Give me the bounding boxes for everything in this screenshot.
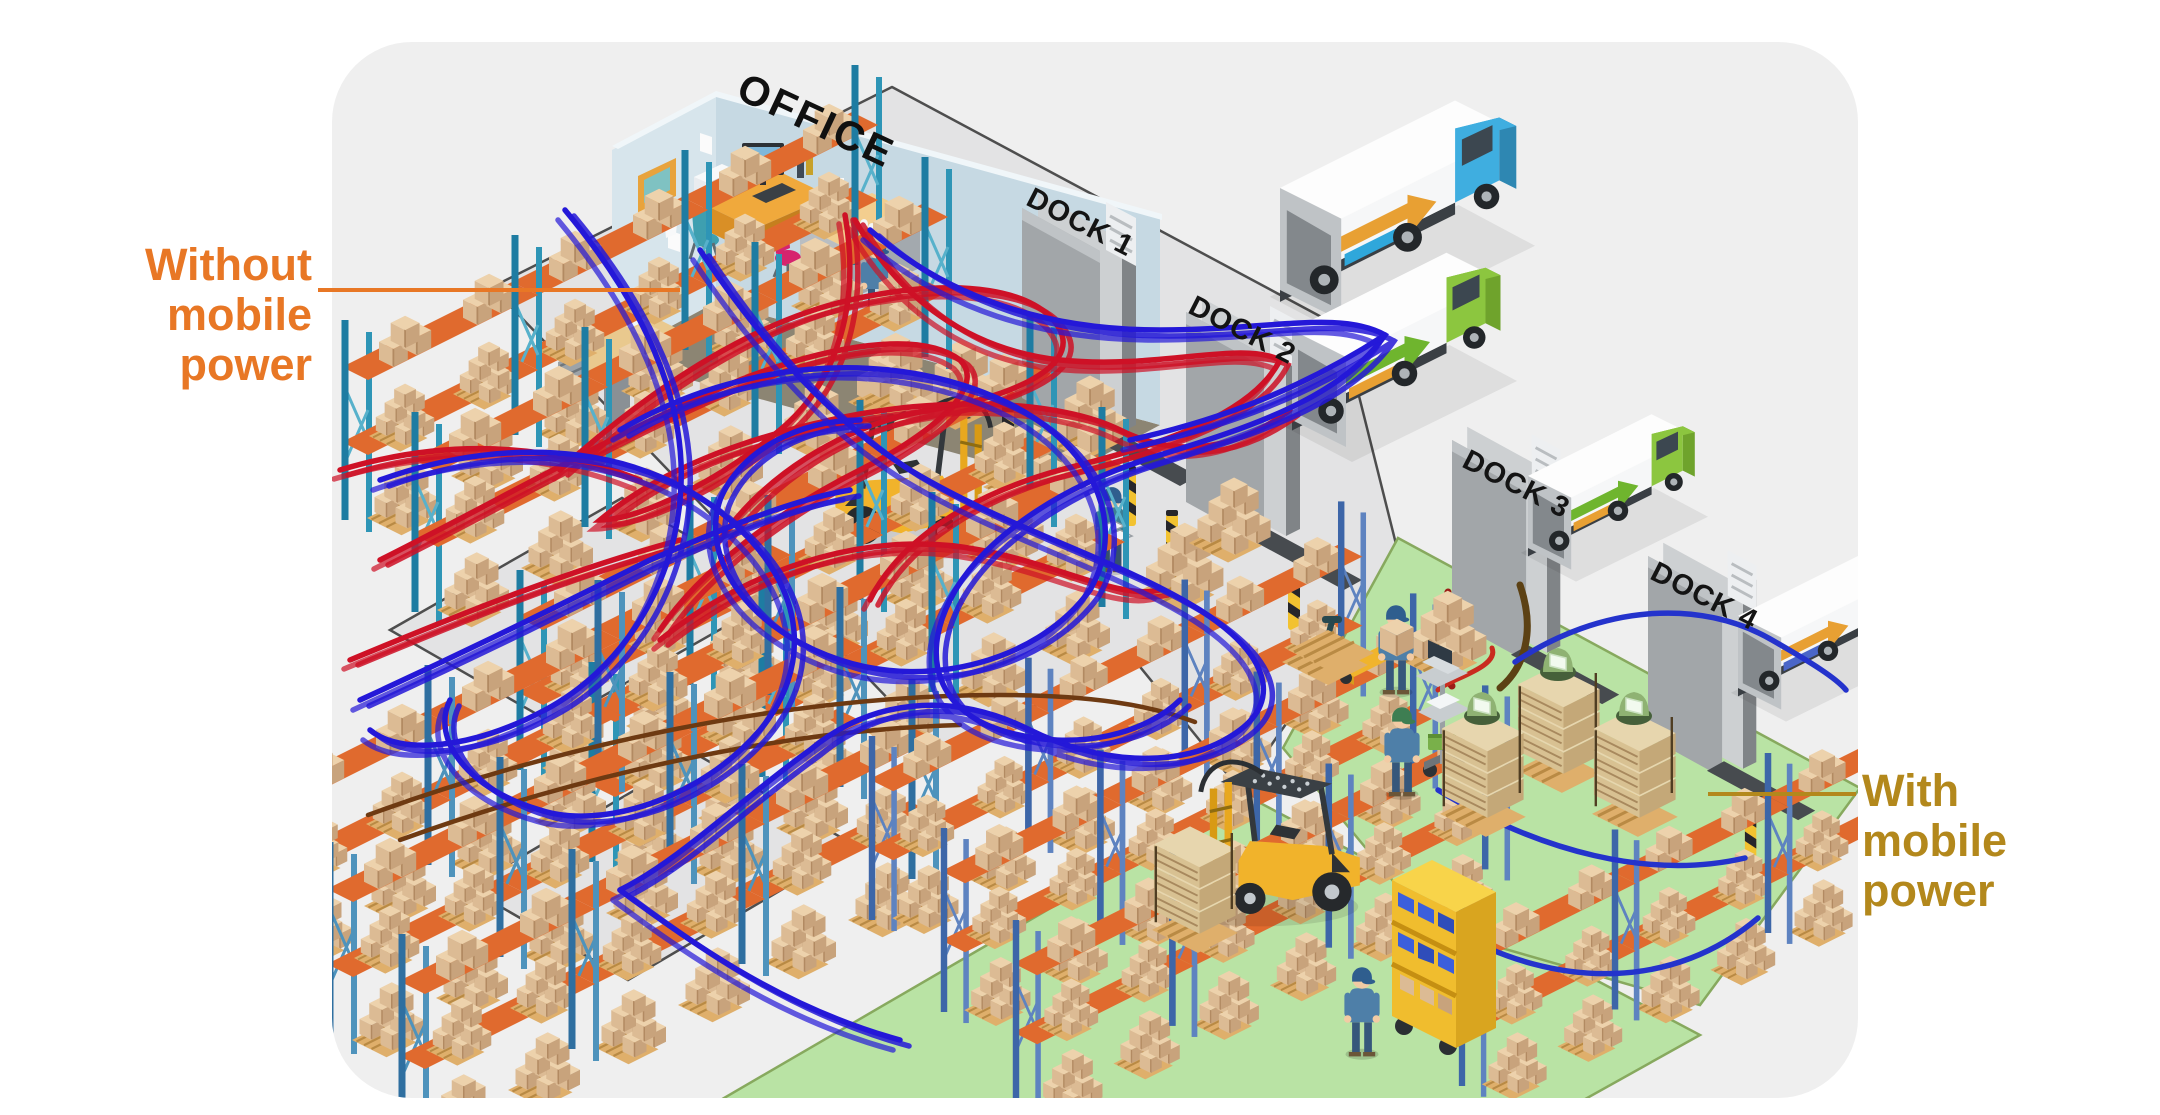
- leader-line-with: [1708, 792, 1856, 796]
- label-with-mobile-power: With mobile power: [1862, 765, 2008, 916]
- tangled-travel-paths-brown: [365, 692, 1198, 843]
- label-without-mobile-power: Without mobile power: [144, 239, 312, 390]
- bin-cart: [1390, 860, 1496, 1055]
- blue-bins: [1398, 892, 1454, 974]
- illustration-canvas: [332, 42, 1858, 1098]
- leader-line-without: [318, 288, 680, 292]
